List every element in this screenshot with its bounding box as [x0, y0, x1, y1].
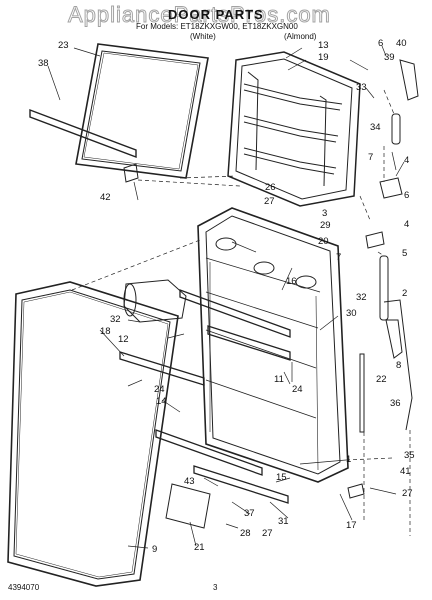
callout-9: 9 — [152, 544, 157, 555]
callout-2: 2 — [402, 288, 407, 299]
callout-27: 27 — [262, 528, 273, 539]
callout-30: 30 — [346, 308, 357, 319]
callout-22: 22 — [376, 374, 387, 385]
callout-15: 15 — [276, 472, 287, 483]
callout-1: 1 — [346, 454, 351, 465]
color-almond-label: (Almond) — [284, 32, 317, 41]
color-white-label: (White) — [190, 32, 216, 41]
callout-16: 16 — [286, 276, 297, 287]
callout-27: 27 — [402, 488, 413, 499]
callout-4: 4 — [404, 219, 409, 230]
callout-11: 11 — [274, 374, 284, 385]
callout-numbers: 1234456677891112131415161718192021222324… — [38, 38, 415, 555]
fresh-food-gasket — [7, 281, 179, 587]
callout-28: 28 — [240, 528, 251, 539]
callout-42: 42 — [100, 192, 111, 203]
watermark-logo: AppliancePartsPros.com — [68, 2, 331, 28]
callout-21: 21 — [194, 542, 205, 553]
callout-5: 5 — [402, 248, 407, 259]
callout-24: 24 — [292, 384, 303, 395]
page-number: 3 — [213, 583, 218, 592]
callout-6: 6 — [404, 190, 409, 201]
hinge-parts — [165, 59, 419, 529]
door-shelf-bars — [119, 289, 291, 504]
freezer-gasket — [75, 43, 209, 179]
freezer-door-liner — [227, 51, 361, 207]
callout-39: 39 — [384, 52, 395, 63]
callout-7: 7 — [368, 152, 373, 163]
callout-31: 31 — [278, 516, 289, 527]
callout-32: 32 — [356, 292, 367, 303]
callout-20: 20 — [318, 236, 329, 247]
callout-36: 36 — [390, 398, 401, 409]
callout-12: 12 — [118, 334, 129, 345]
dairy-compartment — [123, 279, 187, 323]
callout-23: 23 — [58, 40, 69, 51]
callout-37: 37 — [244, 508, 255, 519]
fresh-food-door — [197, 207, 349, 483]
callout-7: 7 — [336, 252, 341, 263]
callout-13: 13 — [318, 40, 329, 51]
callout-8: 8 — [396, 360, 401, 371]
callout-24: 24 — [154, 384, 165, 395]
assembly-guide-lines — [71, 89, 411, 536]
model-numbers: For Models: ET18ZKXGW00, ET18ZKXGN00 — [136, 22, 298, 31]
freezer-shelf-bar — [29, 108, 139, 183]
diagram-title: DOOR PARTS — [168, 7, 264, 22]
callout-27: 27 — [264, 196, 275, 207]
callout-4: 4 — [404, 155, 409, 166]
callout-34: 34 — [370, 122, 381, 133]
callout-18: 18 — [100, 326, 111, 337]
callout-40: 40 — [396, 38, 407, 49]
callout-33: 33 — [356, 82, 367, 93]
callout-32: 32 — [110, 314, 121, 325]
callout-6: 6 — [378, 38, 383, 49]
callout-17: 17 — [346, 520, 357, 531]
callout-14: 14 — [156, 396, 167, 407]
callout-29: 29 — [320, 220, 331, 231]
document-number: 4394070 — [8, 583, 40, 592]
callout-26: 26 — [265, 182, 276, 193]
callout-41: 41 — [400, 466, 411, 477]
callout-leaders — [47, 45, 405, 549]
callout-3: 3 — [322, 208, 327, 219]
callout-35: 35 — [404, 450, 415, 461]
callout-38: 38 — [38, 58, 49, 69]
callout-43: 43 — [184, 476, 195, 487]
callout-19: 19 — [318, 52, 329, 63]
